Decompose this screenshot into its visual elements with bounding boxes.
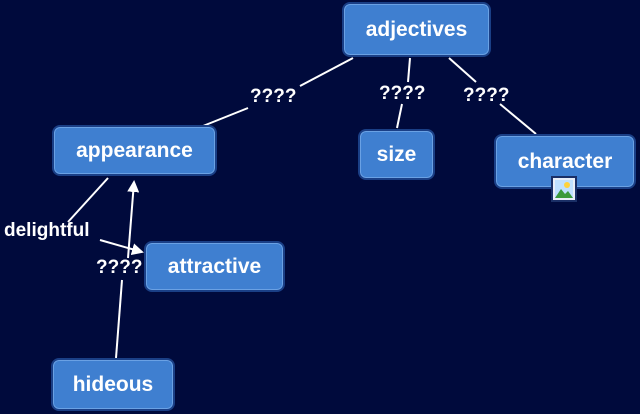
link-appearance-delightful: [67, 177, 109, 223]
link-hideous-label: [115, 279, 123, 359]
link-adjectives-size-lower: [396, 103, 403, 129]
image-resource-icon[interactable]: [551, 176, 577, 202]
node-appearance[interactable]: appearance: [52, 125, 217, 176]
node-adjectives[interactable]: adjectives: [342, 2, 491, 57]
link-adjectives-appearance-lower: [202, 107, 249, 127]
node-size[interactable]: size: [358, 129, 435, 180]
node-hideous[interactable]: hideous: [51, 358, 175, 411]
link-label-appearance: [127, 180, 140, 259]
link-adjectives-character-upper: [448, 57, 477, 83]
link-label-adjectives-appearance: ????: [250, 86, 297, 107]
link-label-appearance-attractive: delightful: [4, 220, 90, 241]
link-adjectives-size-upper: [407, 57, 411, 83]
link-adjectives-character-lower: [499, 103, 537, 135]
link-label-adjectives-size: ????: [379, 83, 426, 104]
link-label-adjectives-character: ????: [463, 85, 510, 106]
link-delightful-attractive: [99, 239, 144, 256]
node-attractive[interactable]: attractive: [144, 241, 285, 292]
link-label-hideous-appearance: ????: [96, 257, 143, 278]
link-adjectives-appearance-upper: [299, 57, 354, 87]
